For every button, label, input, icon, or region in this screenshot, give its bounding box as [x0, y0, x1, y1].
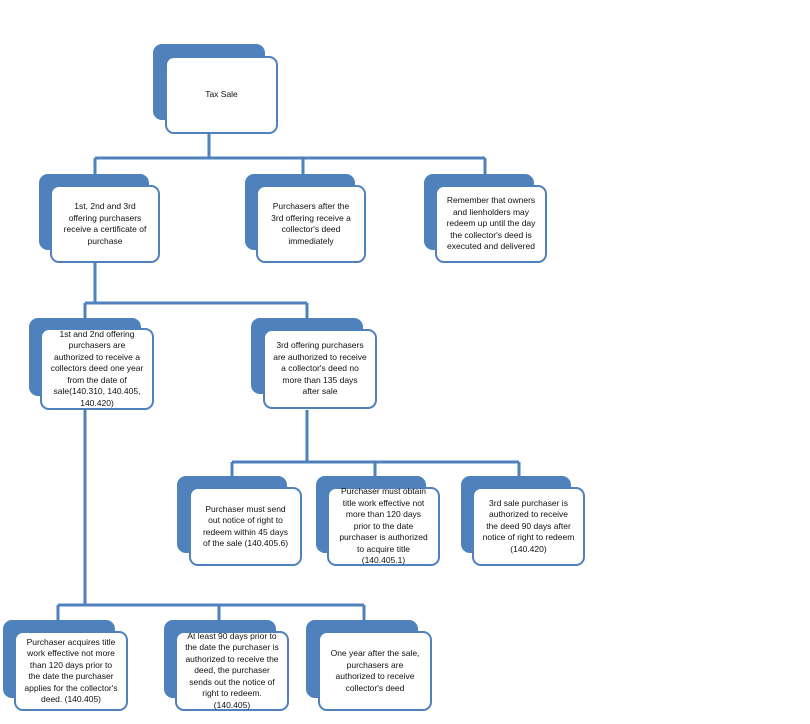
- connector-root-to-level1: [93, 134, 487, 175]
- node-first-second-third-offering-text: 1st, 2nd and 3rd offering purchasers rec…: [50, 185, 160, 263]
- connector-offer3-to-level3: [230, 410, 521, 476]
- node-third-sale-purchaser-text: 3rd sale purchaser is authorized to rece…: [472, 487, 585, 566]
- connector-offer123-to-level2: [83, 262, 309, 318]
- node-obtain-title-text: Purchaser must obtain title work effecti…: [327, 486, 440, 566]
- node-after-third-offering-text: Purchasers after the 3rd offering receiv…: [256, 185, 366, 263]
- node-third-offering-text: 3rd offering purchasers are authorized t…: [263, 329, 377, 409]
- node-send-notice-text: Purchaser must send out notice of right …: [189, 487, 302, 566]
- node-acquire-title-text: Purchaser acquires title work effective …: [14, 631, 128, 711]
- node-ninety-days-notice-text: At least 90 days prior to the date the p…: [175, 631, 289, 711]
- node-tax-sale-text: Tax Sale: [165, 56, 278, 134]
- node-first-second-offering-text: 1st and 2nd offering purchasers are auth…: [40, 328, 154, 410]
- node-remember-redeem-text: Remember that owners and lienholders may…: [435, 185, 547, 263]
- connector-offer12-to-level4: [56, 410, 366, 620]
- node-one-year-after-sale-text: One year after the sale, purchasers are …: [318, 631, 432, 711]
